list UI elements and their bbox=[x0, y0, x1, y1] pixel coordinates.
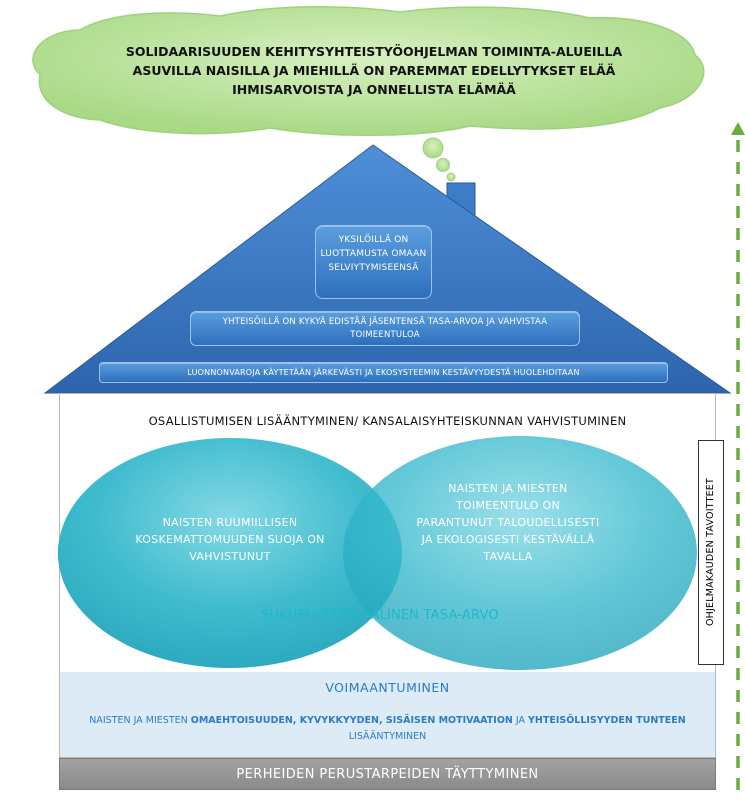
foundation-bar: PERHEIDEN PERUSTARPEIDEN TÄYTTYMINEN bbox=[59, 758, 716, 790]
goal-individuals: YKSILÖILLÄ ON LUOTTAMUSTA OMAAN SELVIYTY… bbox=[315, 225, 432, 299]
cloud-line-1: SOLIDAARISUUDEN KEHITYSYHTEISTYÖOHJELMAN… bbox=[125, 44, 623, 59]
side-label-text: OHJELMAKAUDEN TAVOITTEET bbox=[705, 478, 716, 626]
goal-communities: YHTEISÖILLÄ ON KYKYÄ EDISTÄÄ JÄSENTENSÄ … bbox=[190, 311, 580, 346]
thought-bubble-2 bbox=[436, 158, 450, 172]
thought-bubble-3 bbox=[446, 172, 456, 182]
ellipse-right-text: NAISTEN JA MIESTEN TOIMEENTULO ON PARANT… bbox=[416, 482, 600, 563]
empowerment-bold-1: OMAEHTOISUUDEN, KYVYKKYYDEN, SISÄISEN MO… bbox=[190, 715, 513, 726]
empowerment-suffix: LISÄÄNTYMINEN bbox=[348, 731, 427, 742]
cloud-shape bbox=[32, 6, 705, 137]
empowerment-prefix: NAISTEN JA MIESTEN bbox=[89, 715, 191, 726]
empowerment-section bbox=[60, 672, 715, 757]
cloud-line-3: IHMISARVOISTA JA ONNELLISTA ELÄMÄÄ bbox=[232, 82, 516, 97]
ellipse-left-text: NAISTEN RUUMIILLISEN KOSKEMATTOMUUDEN SU… bbox=[135, 516, 325, 563]
cloud-vision-text: SOLIDAARISUUDEN KEHITYSYHTEISTYÖOHJELMAN… bbox=[100, 42, 648, 99]
empowerment-bold-2: YHTEISÖLLISYYDEN TUNTEEN bbox=[528, 715, 686, 726]
empowerment-description: NAISTEN JA MIESTEN OMAEHTOISUUDEN, KYVYK… bbox=[70, 713, 705, 745]
cloud-line-2: ASUVILLA NAISILLA JA MIEHILLÄ ON PAREMMA… bbox=[132, 63, 616, 78]
gender-equality-label: SUKUPUOLTEN VÄLINEN TASA-ARVO bbox=[261, 608, 499, 623]
progress-arrow-head bbox=[731, 122, 745, 135]
empowerment-mid: JA bbox=[512, 715, 529, 726]
participation-heading: OSALLISTUMISEN LISÄÄNTYMINEN/ KANSALAISY… bbox=[148, 414, 627, 428]
side-label-box bbox=[698, 440, 724, 665]
goal-natural-resources: LUONNONVAROJA KÄYTETÄÄN JÄRKEVÄSTI JA EK… bbox=[99, 362, 668, 383]
thought-bubble-1 bbox=[422, 137, 444, 159]
empowerment-title: VOIMAANTUMINEN bbox=[325, 680, 450, 695]
